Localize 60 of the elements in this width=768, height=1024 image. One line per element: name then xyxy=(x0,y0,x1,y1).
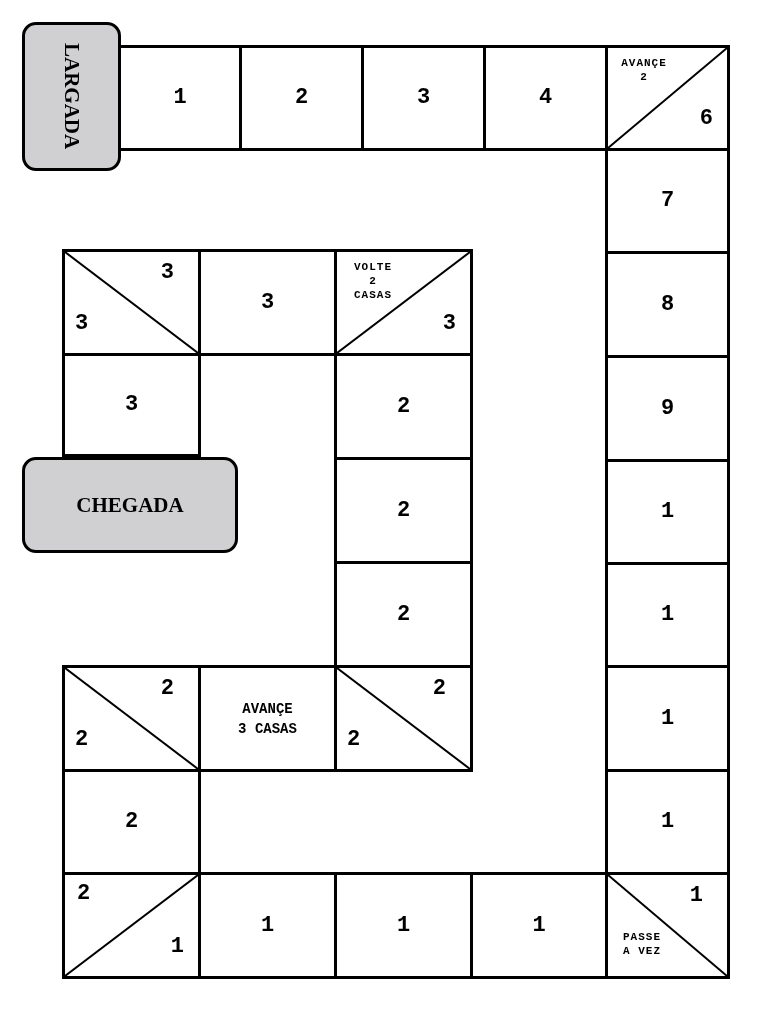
board-space xyxy=(239,45,364,151)
instruction-text: AVANÇE 2 xyxy=(620,56,668,84)
space-number: 2 xyxy=(294,87,309,109)
space-number: 1 xyxy=(660,707,675,730)
board-space xyxy=(62,769,201,875)
space-number: 1 xyxy=(396,914,411,937)
space-number: 4 xyxy=(538,87,553,109)
board-space xyxy=(605,769,730,875)
board-space xyxy=(62,353,201,457)
space-number: 1 xyxy=(260,914,275,937)
board-space xyxy=(334,872,473,979)
space-number: 1 xyxy=(532,914,546,937)
board-space xyxy=(198,249,337,356)
space-label: LARGADA xyxy=(61,43,82,150)
space-number: 1 xyxy=(660,811,675,833)
space-number: 3 xyxy=(124,394,139,416)
space-number: 8 xyxy=(660,293,675,316)
space-number: 2 xyxy=(77,883,91,905)
space-number: 2 xyxy=(396,395,411,418)
board-space xyxy=(361,45,486,151)
space-number: 1 xyxy=(689,885,703,907)
space-number: 3 xyxy=(75,313,89,335)
space-number: 2 xyxy=(124,811,139,833)
board-space xyxy=(605,251,730,358)
board-space xyxy=(470,872,608,979)
instruction-text: PASSE A VEZ xyxy=(622,930,662,958)
space-number: 2 xyxy=(347,729,361,751)
space-number: 3 xyxy=(160,262,174,284)
space-number: 2 xyxy=(432,678,446,700)
board-space xyxy=(198,872,337,979)
space-number: 7 xyxy=(660,190,675,212)
space-number: 1 xyxy=(170,936,184,958)
space-number: 2 xyxy=(396,499,411,522)
space-number: 9 xyxy=(660,397,675,420)
space-number: 1 xyxy=(660,501,675,523)
space-number: 1 xyxy=(173,87,187,109)
board-space xyxy=(605,148,730,254)
space-number: 1 xyxy=(660,604,675,626)
board-space xyxy=(198,665,337,772)
instruction-text: VOLTE 2 CASAS xyxy=(353,260,393,302)
board-space xyxy=(605,562,730,668)
board-space xyxy=(334,457,473,564)
finish-space xyxy=(22,457,238,553)
board-space xyxy=(118,45,242,151)
space-number: 2 xyxy=(75,729,89,751)
board-space xyxy=(605,459,730,565)
space-number: 3 xyxy=(416,87,431,109)
board-space xyxy=(605,665,730,772)
space-label: CHEGADA xyxy=(76,494,184,516)
board-space xyxy=(334,561,473,668)
space-number: 2 xyxy=(160,678,174,700)
board-space xyxy=(483,45,608,151)
space-number: 3 xyxy=(442,313,456,335)
board-space xyxy=(605,355,730,462)
instruction-text: AVANÇE 3 CASAS xyxy=(237,699,298,739)
space-number: 3 xyxy=(260,291,275,314)
board-space xyxy=(334,353,473,460)
start-space xyxy=(22,22,121,171)
space-number: 2 xyxy=(396,603,411,626)
space-number: 6 xyxy=(699,108,713,130)
